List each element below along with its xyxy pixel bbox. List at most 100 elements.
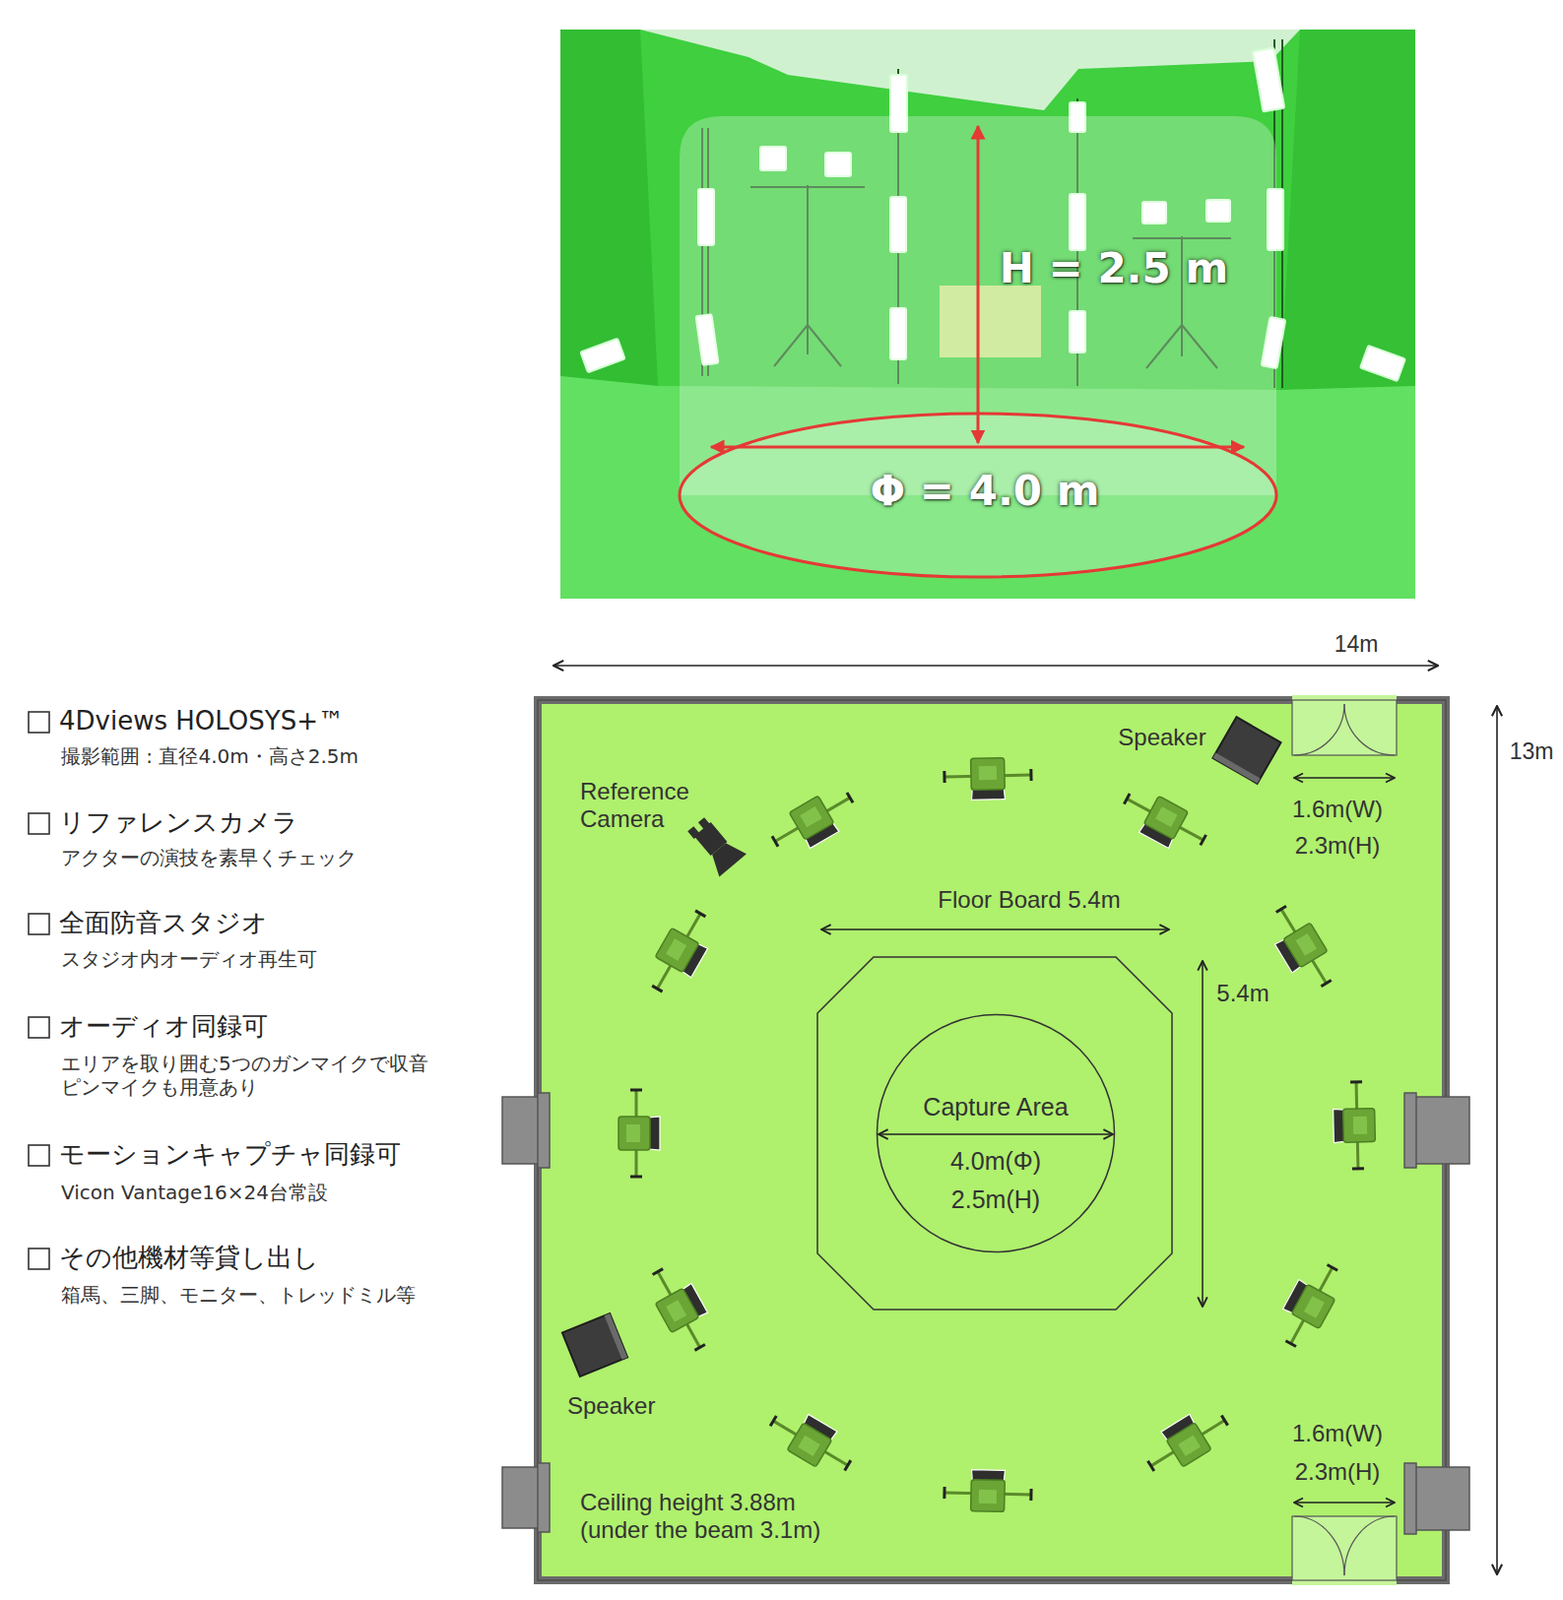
rig-end: [1029, 769, 1033, 782]
dimension-label: 13m: [1509, 738, 1555, 767]
speaker-label: Speaker: [567, 1392, 655, 1422]
rig-end: [942, 1487, 946, 1499]
camera-rig: [1332, 1082, 1376, 1171]
feature-note: エリアを取り囲む5つのガンマイクで収音 ピンマイクも用意あり: [61, 1051, 500, 1100]
camera-rig: [642, 905, 721, 1001]
camera-mount-top: [1296, 933, 1317, 957]
height-arrow: [976, 126, 980, 444]
rig-end: [651, 985, 662, 992]
checkboxes: [28, 712, 50, 1270]
camera-mount-top: [1177, 1435, 1201, 1457]
camera-mount-top: [665, 938, 687, 962]
camera-mount: [1283, 922, 1328, 969]
photo-background: [560, 29, 1416, 599]
dimension-label: 1.6m(W): [1292, 795, 1383, 825]
dimension-label: 14m: [1334, 631, 1379, 659]
dimension-label: 1.6m(W): [1292, 1420, 1383, 1449]
rig-end: [1200, 835, 1207, 847]
diameter-arrow: [711, 446, 1244, 450]
feature-title: その他機材等貸し出し: [59, 1242, 320, 1274]
door-top: [1292, 695, 1397, 779]
camera-mount-top: [799, 806, 823, 828]
floor-plan: [502, 665, 1498, 1586]
speaker-symbol: [1212, 716, 1281, 784]
rig-end: [1320, 979, 1331, 986]
rig-end: [772, 836, 779, 847]
camera-mount: [1291, 1284, 1335, 1329]
camera-mount: [1143, 795, 1188, 840]
diameter-dimension: [878, 1133, 1113, 1136]
height-label: H = 2.5 m: [999, 244, 1229, 294]
rig-end: [1123, 793, 1130, 805]
left-wall: [560, 29, 658, 387]
wall-line: [537, 700, 1446, 1581]
camera-rig: [944, 1469, 1033, 1513]
camera-rig: [944, 757, 1033, 801]
camera-mount: [654, 1288, 699, 1333]
camera-rig: [1138, 1400, 1235, 1482]
feature-title: モーションキャプチャ同録可: [59, 1139, 401, 1171]
rig-end: [1285, 1341, 1297, 1348]
camera-mount: [971, 1480, 1006, 1513]
camera-rig: [1115, 783, 1212, 862]
camera-mount: [788, 795, 834, 841]
room-wall: [537, 700, 1446, 1581]
pillars: [502, 1093, 1470, 1535]
feature-note: アクターの演技を素早くチェック: [61, 846, 357, 870]
rig-end: [630, 1089, 643, 1093]
rig-end: [846, 792, 853, 803]
board-depth-dimension: [1201, 961, 1204, 1307]
feature-note: 箱馬、三脚、モニター、トレッドミル等: [61, 1283, 416, 1307]
camera-mount: [618, 1116, 651, 1151]
feature-title: 全面防音スタジオ: [59, 908, 268, 939]
room-floor: [541, 704, 1442, 1577]
rig-end: [1276, 906, 1287, 912]
speaker-symbol: [562, 1313, 628, 1377]
camera-mount-top: [665, 1300, 687, 1323]
rig-end: [942, 771, 946, 783]
right-wall: [1280, 29, 1416, 391]
capture-area-circle: Capture Area 4.0m(Φ) 2.5m(H): [875, 1013, 1116, 1254]
camera-rigs: [618, 757, 1376, 1513]
camera-rig: [618, 1090, 660, 1177]
dimension-label: 4.0m(Φ): [950, 1146, 1042, 1176]
width-dimension: [553, 664, 1438, 667]
camera-mount-top: [978, 766, 997, 781]
rig-end: [1327, 1264, 1339, 1271]
ceiling: [640, 29, 1301, 111]
camera-rig: [1270, 1256, 1349, 1353]
rig-end: [1352, 1167, 1365, 1171]
camera-rig: [642, 1260, 720, 1357]
rig-end: [1350, 1080, 1363, 1084]
camera-mount-top: [1353, 1116, 1368, 1135]
rig-end: [845, 1460, 851, 1471]
feature-note: 撮影範囲 : 直径4.0m・高さ2.5m: [61, 744, 359, 769]
rig-end: [652, 1269, 663, 1276]
dimension-label: 5.4m: [1216, 979, 1269, 1009]
feature-title: リファレンスカメラ: [59, 807, 299, 839]
rig-end: [770, 1416, 777, 1427]
camera-mount-top: [626, 1124, 641, 1143]
camera-mount: [654, 927, 700, 973]
rig-end: [694, 1345, 705, 1352]
area-title: Capture Area: [922, 1092, 1068, 1122]
capture-circle-line: [877, 1015, 1115, 1253]
door-bottom: [1292, 1502, 1397, 1586]
dimension-label: Floor Board 5.4m: [937, 886, 1120, 915]
speaker-label: Speaker: [1117, 723, 1206, 753]
camera-mount: [1166, 1423, 1212, 1468]
rig-end: [1221, 1415, 1228, 1426]
camera-rig: [766, 782, 862, 863]
camera-mount-top: [1155, 806, 1177, 828]
camera-mount: [1343, 1108, 1376, 1144]
feature-note: Vicon Vantage16×24台常設: [61, 1180, 328, 1205]
camera-rig: [764, 1401, 860, 1482]
note-label: Ceiling height 3.88m (under the beam 3.1…: [580, 1489, 861, 1547]
dimension-label: 2.5m(H): [951, 1184, 1041, 1215]
feature-title: オーディオ同録可: [59, 1011, 268, 1042]
dimension-label: 2.3m(H): [1295, 832, 1381, 861]
floor-board: [817, 957, 1173, 1310]
camera-mount-top: [797, 1435, 821, 1457]
